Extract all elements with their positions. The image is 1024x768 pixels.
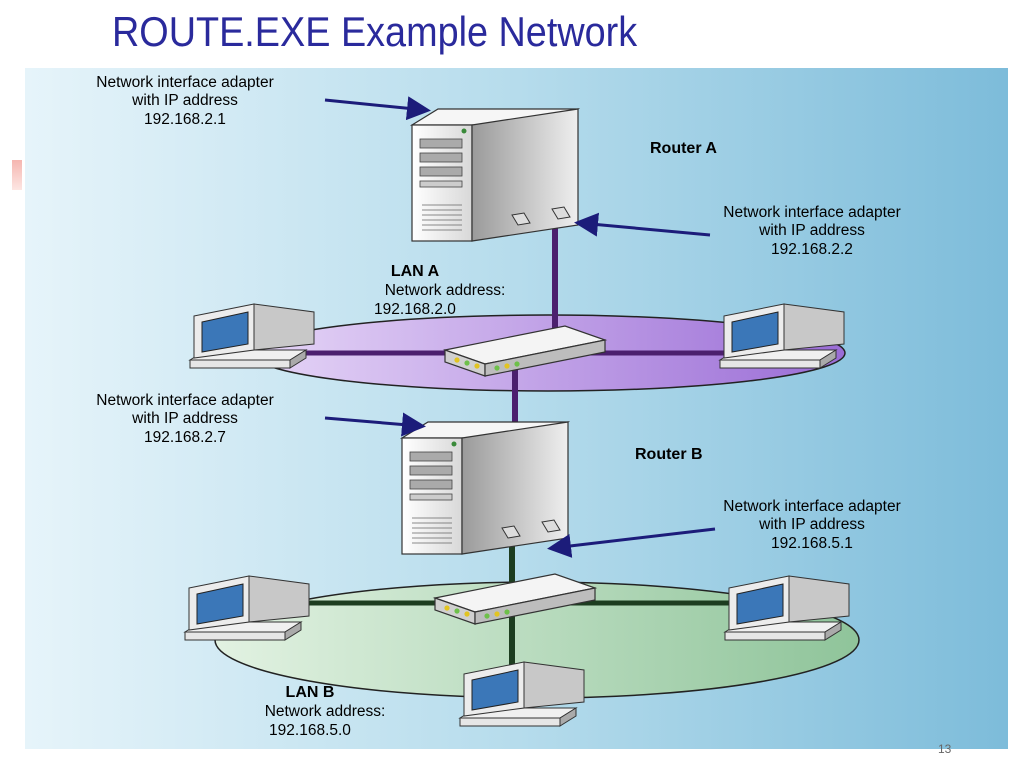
lan-a-computer-left-icon [189, 303, 315, 369]
network-diagram-svg: Network interface adapter with IP addres… [25, 68, 1008, 749]
nic-192-168-5-1-ip: 192.168.5.1 [771, 535, 853, 552]
lan-b-computer-bottom-icon [459, 661, 585, 727]
lan-b-computer-right-icon [724, 575, 850, 641]
router-a-icon [411, 108, 579, 242]
lan-b-label: LAN B [286, 684, 335, 701]
slide-title: ROUTE.EXE Example Network [112, 8, 638, 55]
arrow-nic-192-168-2-7 [324, 412, 426, 437]
decorative-bar [12, 160, 22, 190]
nic-192-168-2-1-ip: 192.168.2.1 [144, 111, 226, 128]
arrow-nic-192-168-2-1 [324, 96, 431, 121]
network-diagram: Network interface adapter with IP addres… [25, 68, 1008, 749]
nic-192-168-2-7-line2: with IP address [131, 410, 238, 427]
nic-192-168-5-1-line2: with IP address [758, 516, 865, 533]
page-number: 13 [938, 742, 952, 756]
lan-a-label: LAN A [391, 263, 440, 280]
lan-a-address-label: Network address: [385, 282, 506, 299]
nic-192-168-5-1-line1: Network interface adapter [723, 498, 900, 515]
nic-192-168-2-1-line1: Network interface adapter [96, 74, 273, 91]
nic-192-168-2-2-line2: with IP address [758, 222, 865, 239]
nic-192-168-2-1-line2: with IP address [131, 92, 238, 109]
router-b-label: Router B [635, 446, 703, 463]
nic-192-168-2-2-ip: 192.168.2.2 [771, 241, 853, 258]
arrow-nic-192-168-5-1 [547, 527, 716, 558]
arrow-nic-192-168-2-2 [574, 212, 711, 237]
router-a-label: Router A [650, 140, 717, 157]
lan-b-computer-left-icon [184, 575, 310, 641]
nic-192-168-2-2-line1: Network interface adapter [723, 204, 900, 221]
lan-a-computer-right-icon [719, 303, 845, 369]
router-b-icon [401, 421, 569, 555]
nic-192-168-2-7-ip: 192.168.2.7 [144, 429, 226, 446]
lan-b-address: 192.168.5.0 [269, 722, 351, 739]
nic-192-168-2-7-line1: Network interface adapter [96, 392, 273, 409]
lan-b-address-label: Network address: [265, 703, 386, 720]
lan-a-address: 192.168.2.0 [374, 301, 456, 318]
